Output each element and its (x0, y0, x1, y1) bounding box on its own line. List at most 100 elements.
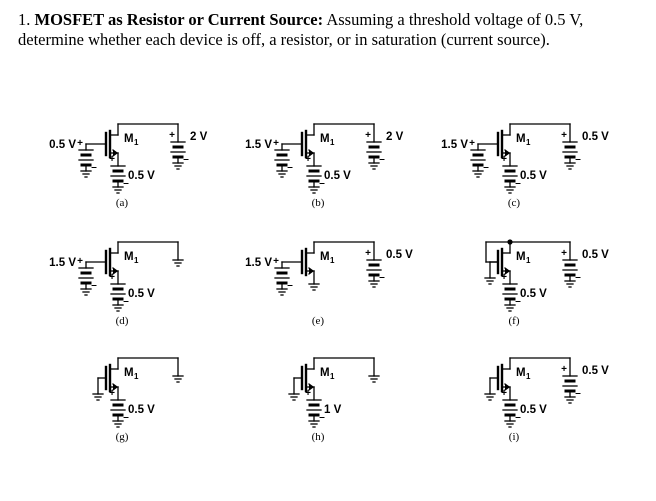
device-subscript: 1 (330, 372, 335, 381)
gate-voltage-label: 1.5 V (49, 257, 76, 269)
device-label: M (516, 133, 526, 145)
device-label: M (124, 367, 134, 379)
battery-symbol: +– (109, 272, 129, 312)
drain-voltage-label: 0.5 V (582, 131, 609, 143)
circuit-caption: (d) (116, 315, 129, 327)
plus-sign: + (365, 248, 371, 259)
source-voltage-label: 0.5 V (128, 170, 155, 182)
gate-voltage-label: 1.5 V (245, 139, 272, 151)
minus-sign: – (123, 412, 129, 423)
source-voltage-label: 0.5 V (128, 288, 155, 300)
battery-symbol: +– (561, 248, 581, 288)
plus-sign: + (109, 388, 115, 399)
device-subscript: 1 (134, 372, 139, 381)
plus-sign: + (273, 256, 279, 267)
plus-sign: + (501, 388, 507, 399)
minus-sign: – (319, 412, 325, 423)
plus-sign: + (273, 138, 279, 149)
minus-sign: – (91, 162, 97, 173)
problem-title: MOSFET as Resistor or Current Source: (34, 10, 324, 29)
minus-sign: – (91, 280, 97, 291)
battery-symbol: +– (109, 154, 129, 194)
device-label: M (516, 251, 526, 263)
minus-sign: – (183, 154, 189, 165)
circuit-caption: (g) (116, 431, 129, 443)
source-arrow (112, 149, 119, 157)
device-subscript: 1 (526, 256, 531, 265)
source-arrow (112, 267, 119, 275)
minus-sign: – (515, 296, 521, 307)
battery-symbol: +– (501, 388, 521, 428)
minus-sign: – (287, 280, 293, 291)
minus-sign: – (575, 154, 581, 165)
plus-sign: + (109, 154, 115, 165)
drain-voltage-label: 2 V (386, 131, 404, 143)
drain-voltage-label: 0.5 V (582, 249, 609, 261)
minus-sign: – (515, 178, 521, 189)
drain-voltage-label: 0.5 V (386, 249, 413, 261)
battery-symbol: +– (273, 256, 293, 296)
minus-sign: – (379, 154, 385, 165)
device-subscript: 1 (526, 138, 531, 147)
device-subscript: 1 (330, 138, 335, 147)
battery-symbol: +– (273, 138, 293, 178)
device-subscript: 1 (134, 138, 139, 147)
battery-symbol: +– (469, 138, 489, 178)
gate-voltage-label: 0.5 V (49, 139, 76, 151)
device-subscript: 1 (134, 256, 139, 265)
device-label: M (320, 133, 330, 145)
circuit-caption: (h) (312, 431, 325, 443)
minus-sign: – (123, 178, 129, 189)
device-label: M (320, 367, 330, 379)
source-arrow (308, 383, 315, 391)
battery-symbol: +– (501, 154, 521, 194)
minus-sign: – (287, 162, 293, 173)
source-voltage-label: 0.5 V (324, 170, 351, 182)
source-arrow (308, 267, 315, 275)
drain-voltage-label: 0.5 V (582, 365, 609, 377)
source-arrow (504, 383, 511, 391)
source-voltage-label: 1 V (324, 404, 342, 416)
plus-sign: + (77, 256, 83, 267)
gate-voltage-label: 1.5 V (245, 257, 272, 269)
plus-sign: + (501, 272, 507, 283)
source-voltage-label: 0.5 V (128, 404, 155, 416)
device-label: M (124, 251, 134, 263)
plus-sign: + (305, 388, 311, 399)
minus-sign: – (575, 272, 581, 283)
plus-sign: + (365, 130, 371, 141)
plus-sign: + (561, 248, 567, 259)
battery-symbol: +– (501, 272, 521, 312)
plus-sign: + (109, 272, 115, 283)
source-arrow (504, 149, 511, 157)
minus-sign: – (379, 272, 385, 283)
plus-sign: + (77, 138, 83, 149)
minus-sign: – (123, 296, 129, 307)
device-subscript: 1 (526, 372, 531, 381)
source-arrow (112, 383, 119, 391)
circuit-caption: (b) (312, 197, 325, 209)
battery-symbol: +– (365, 130, 385, 170)
battery-symbol: +– (77, 256, 97, 296)
plus-sign: + (501, 154, 507, 165)
source-arrow (308, 149, 315, 157)
minus-sign: – (575, 388, 581, 399)
plus-sign: + (561, 130, 567, 141)
battery-symbol: +– (169, 130, 189, 170)
battery-symbol: +– (561, 364, 581, 404)
circuit-caption: (i) (509, 431, 520, 443)
plus-sign: + (469, 138, 475, 149)
plus-sign: + (169, 130, 175, 141)
circuit-caption: (e) (312, 315, 325, 327)
